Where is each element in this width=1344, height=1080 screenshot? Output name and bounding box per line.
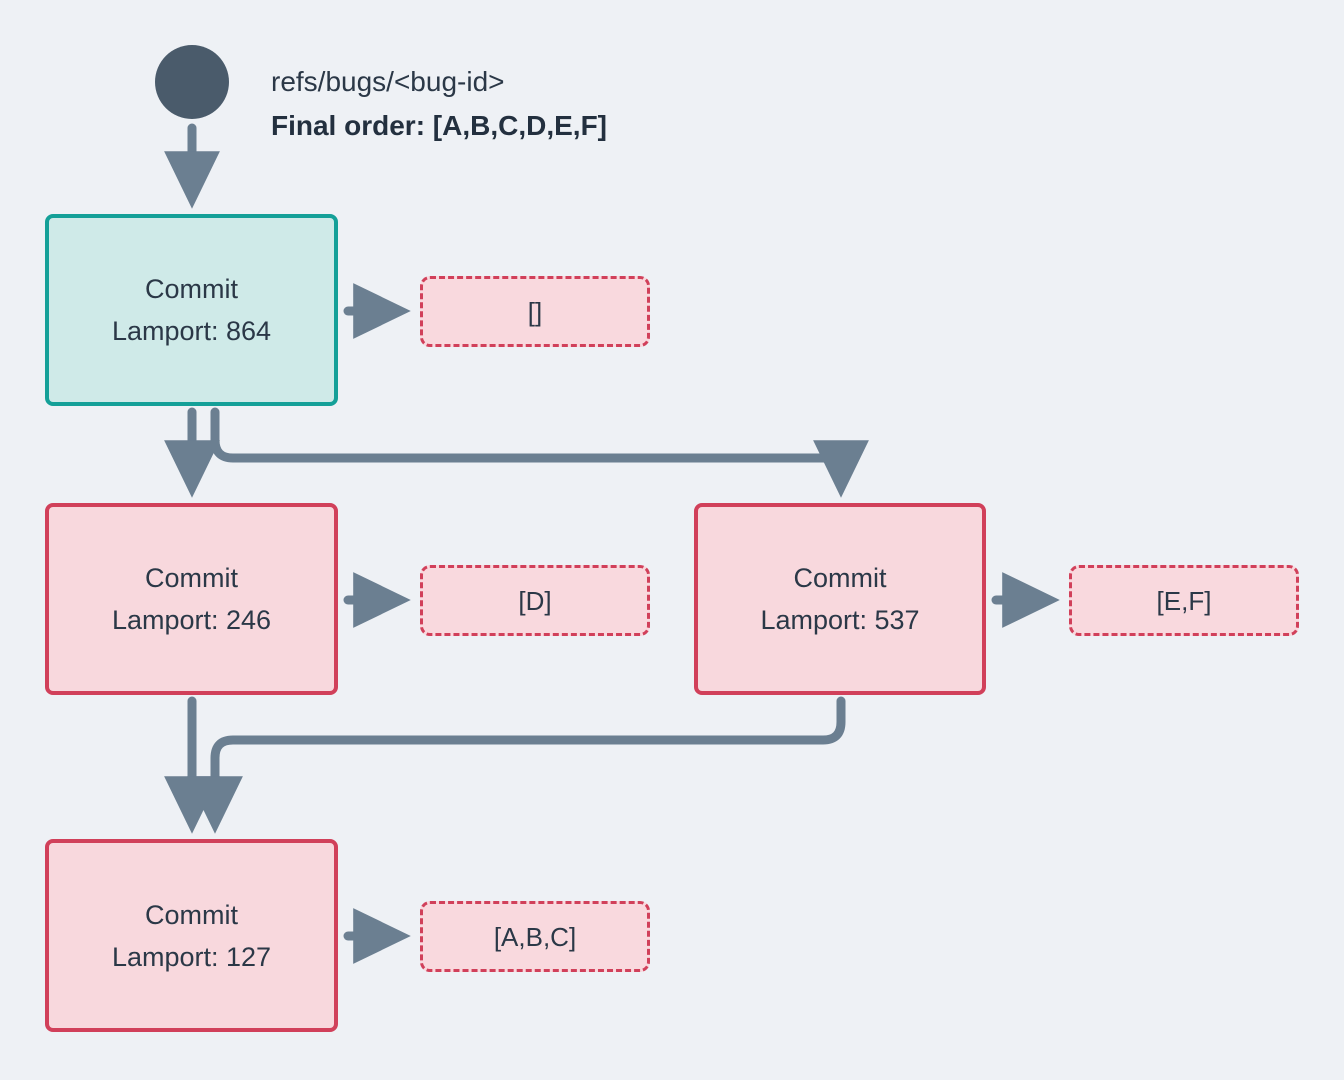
commit-title: Commit	[145, 563, 238, 593]
commit-node-537[interactable]: Commit Lamport: 537	[694, 503, 986, 695]
op-list-246[interactable]: [D]	[420, 565, 650, 636]
ref-path-label: refs/bugs/<bug-id>	[271, 66, 505, 97]
commit-node-127[interactable]: Commit Lamport: 127	[45, 839, 338, 1032]
commit-title: Commit	[145, 899, 238, 930]
op-list-value: [A,B,C]	[493, 921, 577, 952]
commit-lamport: Lamport: 864	[111, 316, 272, 346]
commit-lamport: Lamport: 246	[111, 605, 272, 635]
edge-c537-to-c127	[187, 696, 846, 834]
op-list-127[interactable]: [A,B,C]	[420, 901, 650, 972]
commit-node-246[interactable]: Commit Lamport: 246	[45, 503, 338, 695]
op-list-537[interactable]: [E,F]	[1069, 565, 1299, 636]
op-list-value: []	[527, 296, 543, 327]
commit-node-864[interactable]: Commit Lamport: 864	[45, 214, 338, 406]
start-node[interactable]	[155, 45, 229, 119]
op-list-value: [E,F]	[1156, 585, 1212, 616]
commit-title: Commit	[793, 563, 887, 593]
final-order-label: Final order: [A,B,C,D,E,F]	[271, 110, 607, 141]
commit-lamport: Lamport: 537	[760, 605, 920, 635]
op-list-864[interactable]: []	[420, 276, 650, 347]
edge-c864-to-c537	[210, 407, 869, 498]
commit-lamport: Lamport: 127	[111, 941, 272, 972]
op-list-value: [D]	[518, 585, 552, 616]
commit-title: Commit	[145, 274, 238, 304]
header-labels: refs/bugs/<bug-id> Final order: [A,B,C,D…	[271, 60, 831, 148]
